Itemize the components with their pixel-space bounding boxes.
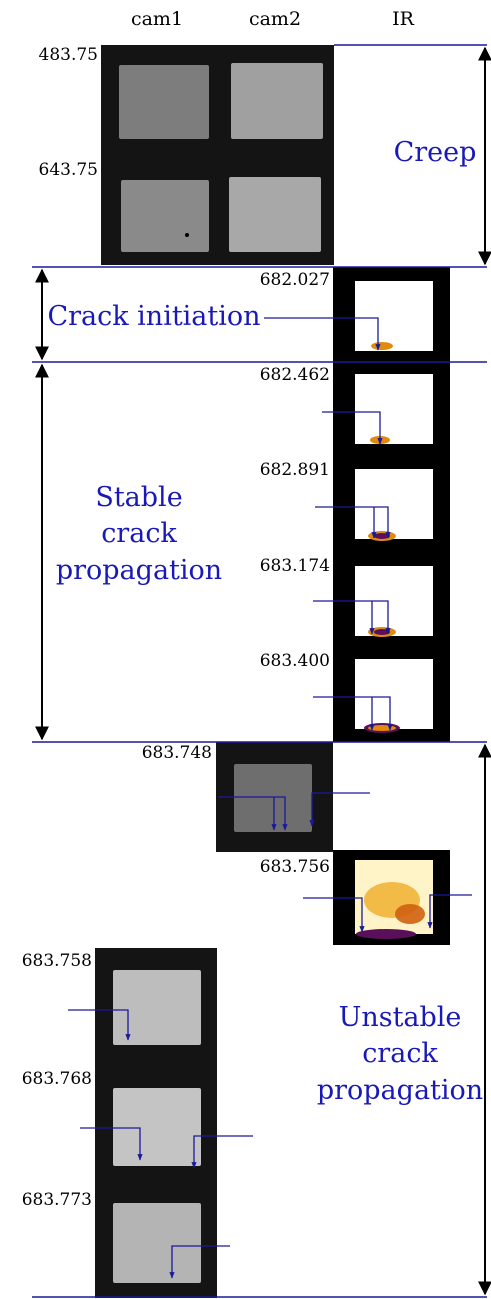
- timestamp-683-758: 683.758: [21, 951, 92, 971]
- timestamp-683-748: 683.748: [141, 743, 212, 763]
- timestamp-683-768: 683.768: [21, 1069, 92, 1089]
- ir-frame-682-027: [333, 267, 450, 362]
- ir-frame-682-462: [333, 362, 450, 457]
- ir-frame-682-891: [333, 457, 450, 552]
- phase-crack-initiation: Crack initiation: [44, 299, 264, 336]
- timestamp-683-400: 683.400: [259, 651, 330, 671]
- phase-unstable-propagation: Unstable crack propagation: [312, 1000, 488, 1109]
- phase-stable-line-3: propagation: [55, 554, 223, 586]
- cam1-frames-unstable: [95, 948, 217, 1298]
- timestamp-683-756: 683.756: [259, 857, 330, 877]
- timestamp-682-891: 682.891: [259, 460, 330, 480]
- timestamp-682-027: 682.027: [259, 270, 330, 290]
- phase-creep: Creep: [393, 137, 477, 168]
- phase-unstable-line-3: propagation: [316, 1074, 484, 1106]
- timestamp-683-174: 683.174: [259, 556, 330, 576]
- phase-unstable-line-2: crack: [362, 1038, 438, 1070]
- timestamp-682-462: 682.462: [259, 365, 330, 385]
- header-cam1: cam1: [130, 8, 184, 30]
- ir-frame-683-400: [333, 647, 450, 742]
- creep-frames: [101, 45, 334, 265]
- timestamp-483-75: 483.75: [38, 45, 98, 65]
- phase-stable-line-2: crack: [101, 518, 177, 550]
- timestamp-643-75: 643.75: [38, 160, 98, 180]
- header-ir: IR: [392, 8, 414, 30]
- header-cam2: cam2: [248, 8, 302, 30]
- phase-stable-line-1: Stable: [95, 482, 183, 513]
- phase-unstable-line-1: Unstable: [338, 1002, 462, 1033]
- timestamp-683-773: 683.773: [21, 1190, 92, 1210]
- phase-stable-propagation: Stable crack propagation: [44, 480, 234, 589]
- ir-hot-spots: [356, 342, 425, 939]
